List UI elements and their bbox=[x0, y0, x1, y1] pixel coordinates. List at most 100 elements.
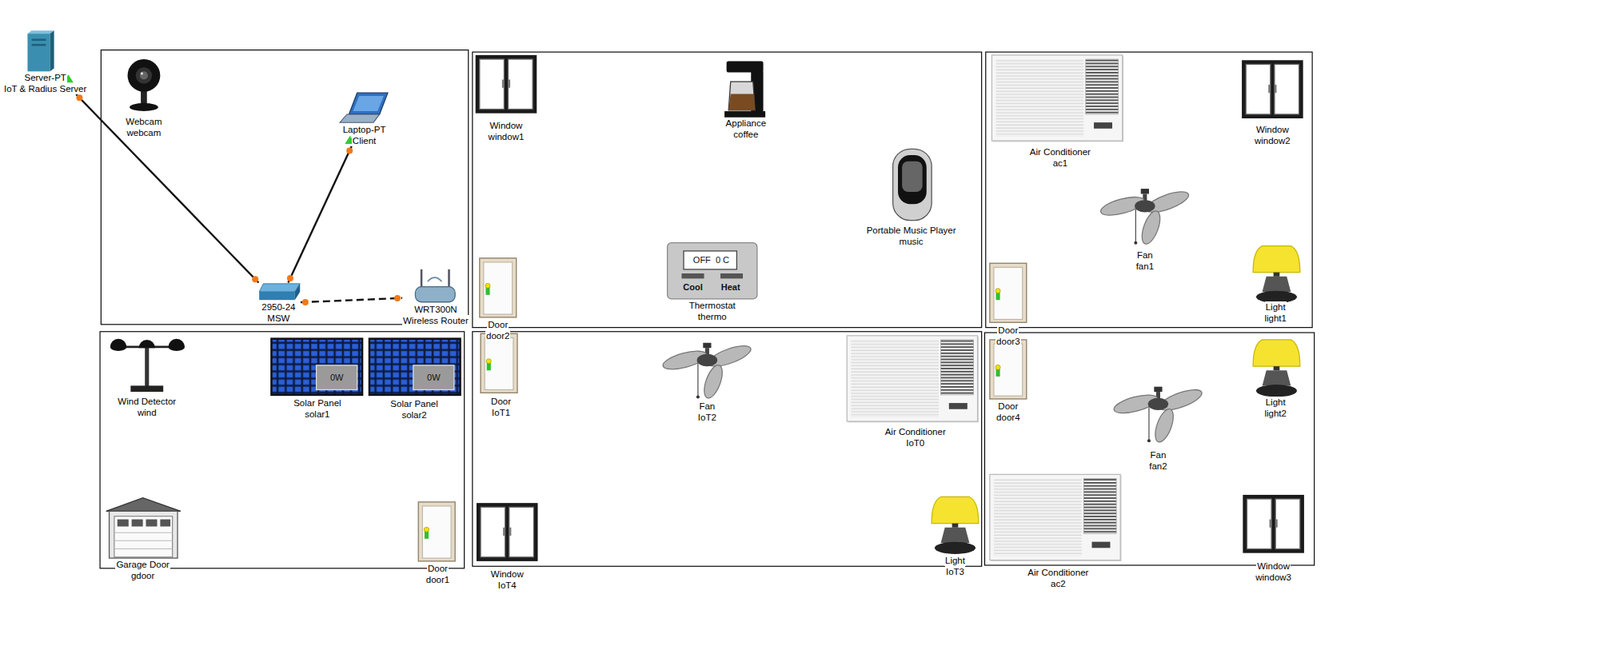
garage-icon bbox=[145, 519, 157, 527]
thermostat-icon bbox=[667, 243, 758, 300]
device-node: Windowwindow2 bbox=[1240, 59, 1305, 147]
link-light bbox=[75, 94, 83, 101]
icon-spacer bbox=[1144, 188, 1146, 250]
device-name: thermo bbox=[697, 311, 728, 323]
power-reading: 0W bbox=[330, 371, 344, 384]
illustration bbox=[989, 339, 1027, 400]
icon-spacer bbox=[505, 55, 507, 120]
router-icon bbox=[427, 277, 443, 282]
solar-panel-icon bbox=[413, 365, 455, 391]
icon-spacer bbox=[500, 333, 502, 396]
device-name: door3 bbox=[995, 335, 1021, 348]
device-name: Client bbox=[351, 135, 377, 147]
device-name: Wireless Router bbox=[402, 315, 470, 327]
device-name: IoT2 bbox=[697, 411, 718, 423]
device-node: Doordoor3 bbox=[988, 263, 1029, 348]
device-type: Wind Detector bbox=[116, 395, 177, 407]
icon-spacer bbox=[1059, 55, 1061, 147]
button-label: Heat bbox=[721, 281, 741, 293]
device-node: Appliancecoffee bbox=[723, 61, 768, 141]
garage-icon bbox=[114, 540, 173, 542]
device-name: light1 bbox=[1263, 312, 1288, 324]
illustration bbox=[1112, 385, 1205, 444]
device-node: Doordoor2 bbox=[478, 258, 519, 342]
switch-icon bbox=[259, 283, 300, 292]
device-node: Garage Doorgdoor bbox=[104, 498, 181, 582]
room-outline bbox=[984, 332, 1314, 566]
illustration bbox=[931, 496, 979, 554]
thermostat-icon bbox=[681, 273, 704, 279]
device-name: music bbox=[898, 235, 925, 248]
icon-spacer bbox=[914, 335, 916, 427]
device-type: Air Conditioner bbox=[1029, 146, 1092, 158]
thermostat-icon bbox=[683, 251, 737, 270]
room-outline bbox=[100, 50, 468, 325]
device-type: Air Conditioner bbox=[884, 426, 947, 438]
device-type: Window bbox=[1255, 123, 1290, 136]
music-player-icon bbox=[897, 155, 927, 204]
icon-spacer bbox=[434, 267, 436, 304]
device-type: Thermostat bbox=[688, 299, 737, 312]
illustration bbox=[989, 263, 1027, 323]
icon-spacer bbox=[506, 502, 508, 569]
device-node: Solar Panelsolar2 bbox=[367, 339, 462, 422]
webcam-icon bbox=[140, 71, 144, 75]
device-type: Door bbox=[486, 319, 509, 331]
link-light bbox=[287, 275, 294, 282]
device-node: Webcamwebcam bbox=[124, 58, 163, 139]
display-reading: OFF 0 C bbox=[693, 254, 730, 266]
device-name: light2 bbox=[1263, 407, 1288, 419]
icon-spacer bbox=[1272, 494, 1274, 561]
router-icon bbox=[414, 287, 455, 303]
device-name: solar2 bbox=[400, 409, 427, 421]
device-node: Thermostatthermo bbox=[666, 243, 759, 323]
icon-spacer bbox=[706, 343, 708, 401]
garage-icon bbox=[109, 510, 179, 559]
device-type: Light bbox=[1264, 396, 1287, 408]
garage-icon bbox=[106, 498, 181, 512]
icon-spacer bbox=[316, 339, 318, 398]
device-type: Fan bbox=[1149, 449, 1168, 461]
device-type: Fan bbox=[698, 400, 716, 412]
room-outline bbox=[985, 51, 1313, 328]
device-node: Air Conditionerac2 bbox=[989, 474, 1126, 590]
device-name: IoT & Radius Server bbox=[3, 83, 88, 95]
device-node: LightIoT3 bbox=[929, 496, 981, 577]
device-node: WindowIoT4 bbox=[474, 502, 540, 591]
illustration bbox=[1252, 246, 1301, 304]
icon-spacer bbox=[143, 58, 144, 116]
device-node: WRT300NWireless Router bbox=[402, 267, 470, 326]
icon-spacer bbox=[142, 498, 144, 559]
icon-spacer bbox=[711, 243, 713, 300]
device-name: IoT1 bbox=[490, 406, 511, 419]
coffee-icon bbox=[728, 81, 755, 111]
icon-spacer bbox=[437, 502, 439, 563]
device-name: window1 bbox=[487, 131, 526, 143]
illustration bbox=[479, 258, 517, 318]
webcam-icon bbox=[135, 67, 152, 84]
room-outline bbox=[472, 331, 982, 567]
illustration bbox=[846, 335, 979, 423]
server-icon bbox=[31, 43, 47, 47]
switch-icon bbox=[259, 283, 300, 300]
device-name: IoT0 bbox=[905, 437, 926, 449]
thermostat-icon bbox=[667, 243, 758, 300]
coffee-icon bbox=[724, 61, 766, 118]
icon-spacer bbox=[44, 30, 46, 72]
icon-spacer bbox=[1057, 474, 1059, 567]
power-reading: 0W bbox=[426, 371, 441, 384]
device-node: Fanfan2 bbox=[1111, 387, 1205, 473]
laptop-icon bbox=[339, 114, 380, 123]
device-name: fan1 bbox=[1135, 260, 1155, 272]
room-outline bbox=[99, 50, 1315, 569]
icon-spacer bbox=[1275, 246, 1277, 303]
icon-spacer bbox=[910, 148, 912, 225]
illustration bbox=[1241, 59, 1304, 119]
device-name: door4 bbox=[995, 411, 1021, 423]
router-icon bbox=[414, 269, 455, 303]
device-name: webcam bbox=[126, 127, 163, 139]
device-node: Air ConditionerIoT0 bbox=[848, 335, 982, 449]
laptop-icon bbox=[339, 92, 388, 123]
illustration bbox=[27, 30, 1314, 569]
device-type: Appliance bbox=[725, 117, 768, 129]
